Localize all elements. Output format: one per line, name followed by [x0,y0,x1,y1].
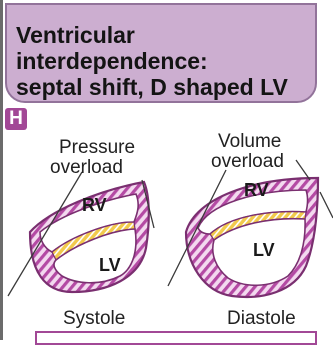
right-lv-label: LV [253,240,275,260]
left-caption: Systole [63,308,125,329]
right-rv-label: RV [244,180,269,200]
bottom-frame [35,331,317,345]
right-caption: Diastole [227,308,296,329]
left-heart-diagram [8,172,154,296]
right-heading-line-1: Volume [218,131,281,152]
right-heading-line-2: overload [211,151,284,172]
left-lv-label: LV [99,255,121,275]
right-pointer-line-b [296,160,310,180]
right-pointer-line-c [320,192,333,218]
left-heading-line-2: overload [50,157,123,178]
left-rv-label: RV [82,195,107,215]
left-heading-line-1: Pressure [59,137,135,158]
